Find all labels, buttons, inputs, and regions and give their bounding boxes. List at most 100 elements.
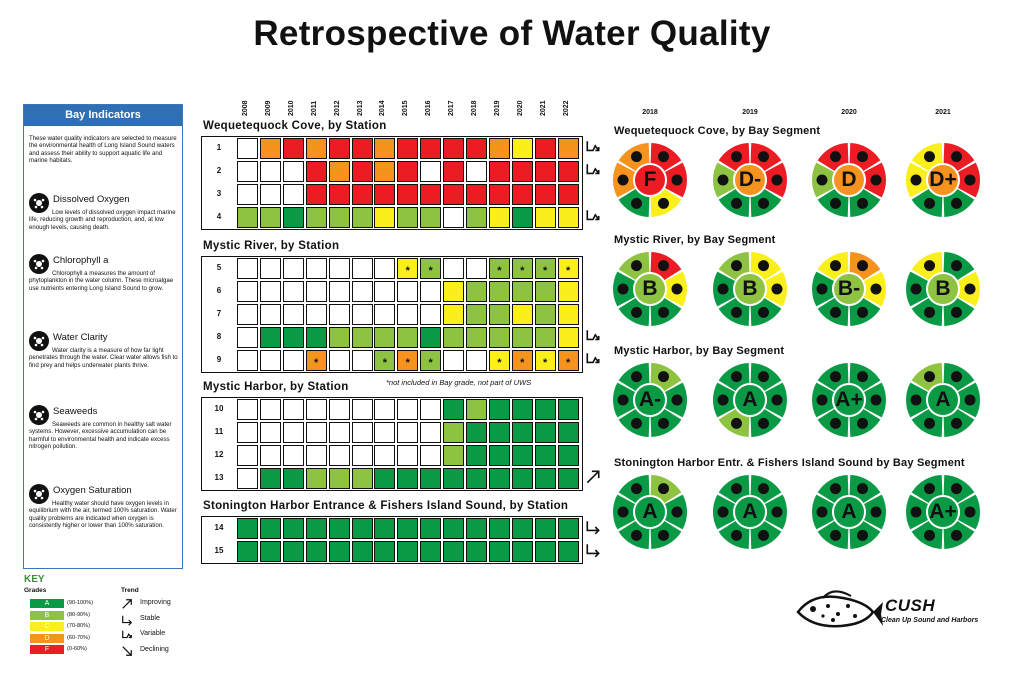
grade-cell — [328, 281, 350, 302]
grade-cell — [328, 445, 350, 466]
indicator-description: Healthy water should have oxygen levels … — [29, 500, 177, 529]
grade-cell — [511, 327, 533, 348]
grade-cell — [351, 281, 373, 302]
grade-cell — [282, 304, 304, 325]
grade-cell — [259, 304, 281, 325]
grade-cell — [511, 304, 533, 325]
grade-cell — [305, 161, 327, 182]
indicator-icon — [951, 529, 962, 541]
improving-trend-icon — [585, 469, 601, 490]
grade-cell — [237, 304, 258, 325]
year-text: 2010 — [287, 100, 295, 116]
grade-cell — [305, 541, 327, 562]
fish-icon — [29, 193, 49, 213]
grade-cell — [351, 304, 373, 325]
indicator-icon — [731, 151, 742, 163]
key-title: KEY — [24, 574, 45, 585]
grade-cell — [374, 399, 396, 420]
grade-cell — [374, 518, 396, 539]
wheel-year-label: 2020 — [841, 109, 857, 116]
grade-wheel: A — [712, 362, 788, 438]
grade-wheel: B — [712, 251, 788, 327]
indicator-icon — [910, 174, 922, 186]
trend-name: Improving — [140, 599, 171, 606]
indicator-icon — [951, 306, 962, 318]
year-text: 2008 — [242, 100, 249, 116]
grade-cell — [420, 184, 442, 205]
grade-cell — [488, 468, 510, 489]
grade-cell — [557, 518, 579, 539]
indicator-icon — [951, 417, 962, 429]
station-label: 2 — [216, 166, 222, 175]
grade-cell — [420, 399, 442, 420]
grade-cell — [305, 138, 327, 159]
grade-cell — [397, 422, 419, 443]
grade-cell — [466, 258, 487, 279]
grade-cell — [488, 138, 510, 159]
indicator-icon — [870, 394, 882, 406]
grade-cell — [511, 399, 533, 420]
grade-cell — [237, 138, 258, 159]
station-label: 8 — [216, 332, 222, 341]
grade-cell — [374, 281, 396, 302]
grade-cell — [443, 518, 465, 539]
indicator-icon — [857, 197, 868, 209]
grade-cell — [374, 422, 396, 443]
grade-cell — [282, 327, 304, 348]
grade-cell — [328, 518, 350, 539]
trend-name: Variable — [140, 630, 166, 637]
grade-cell — [259, 445, 281, 466]
grade-cell — [420, 541, 442, 562]
indicator-icon — [617, 394, 629, 406]
indicator-icon — [731, 197, 742, 209]
grade-swatch: C — [30, 622, 64, 631]
grade-cell — [397, 161, 419, 182]
indicator-icon — [771, 283, 783, 295]
indicator-icon — [658, 260, 669, 272]
wheel-center — [928, 497, 958, 527]
grade-cell — [305, 518, 327, 539]
wheel-center — [834, 165, 864, 195]
indicator-icon — [870, 506, 882, 518]
grade-cell — [466, 207, 487, 228]
indicator-name: Oxygen Saturation — [53, 485, 132, 496]
grade-cell — [443, 138, 465, 159]
grade-cell — [443, 207, 465, 228]
grade-cell — [237, 518, 258, 539]
grade-cell — [466, 422, 487, 443]
grade-cell — [351, 445, 373, 466]
grade-wheel: A — [905, 362, 981, 438]
year-text: 2020 — [516, 100, 524, 116]
grade-wheel: D — [811, 142, 887, 218]
grade-cell — [511, 541, 533, 562]
grade-cell — [443, 281, 465, 302]
year-label: 2017 — [442, 90, 462, 120]
indicator-icon — [658, 151, 669, 163]
grade-cell — [305, 184, 327, 205]
grade-cell — [237, 184, 258, 205]
grade-cell — [466, 350, 487, 371]
indicator-icon — [658, 197, 669, 209]
grade-cell — [374, 161, 396, 182]
grade-cell — [305, 207, 327, 228]
grade-wheel: A — [712, 474, 788, 550]
grade-cell: * — [420, 350, 442, 371]
indicator-icon — [758, 197, 769, 209]
indicator-icon — [870, 174, 882, 186]
grade-cell: * — [511, 350, 533, 371]
indicator-icon — [631, 197, 642, 209]
indicator-icon — [951, 371, 962, 383]
indicator-icon — [924, 483, 935, 495]
grade-cell — [374, 304, 396, 325]
grade-cell — [443, 422, 465, 443]
indicator-icon — [731, 417, 742, 429]
indicator-icon — [671, 174, 683, 186]
grade-cell — [259, 350, 281, 371]
grade-cell — [237, 399, 258, 420]
grade-cell — [397, 281, 419, 302]
grade-cell: * — [374, 350, 396, 371]
variable-trend-icon — [585, 139, 601, 160]
year-label: 2013 — [351, 90, 371, 120]
station-label: 13 — [214, 473, 224, 482]
station-row: 11 — [202, 421, 582, 443]
